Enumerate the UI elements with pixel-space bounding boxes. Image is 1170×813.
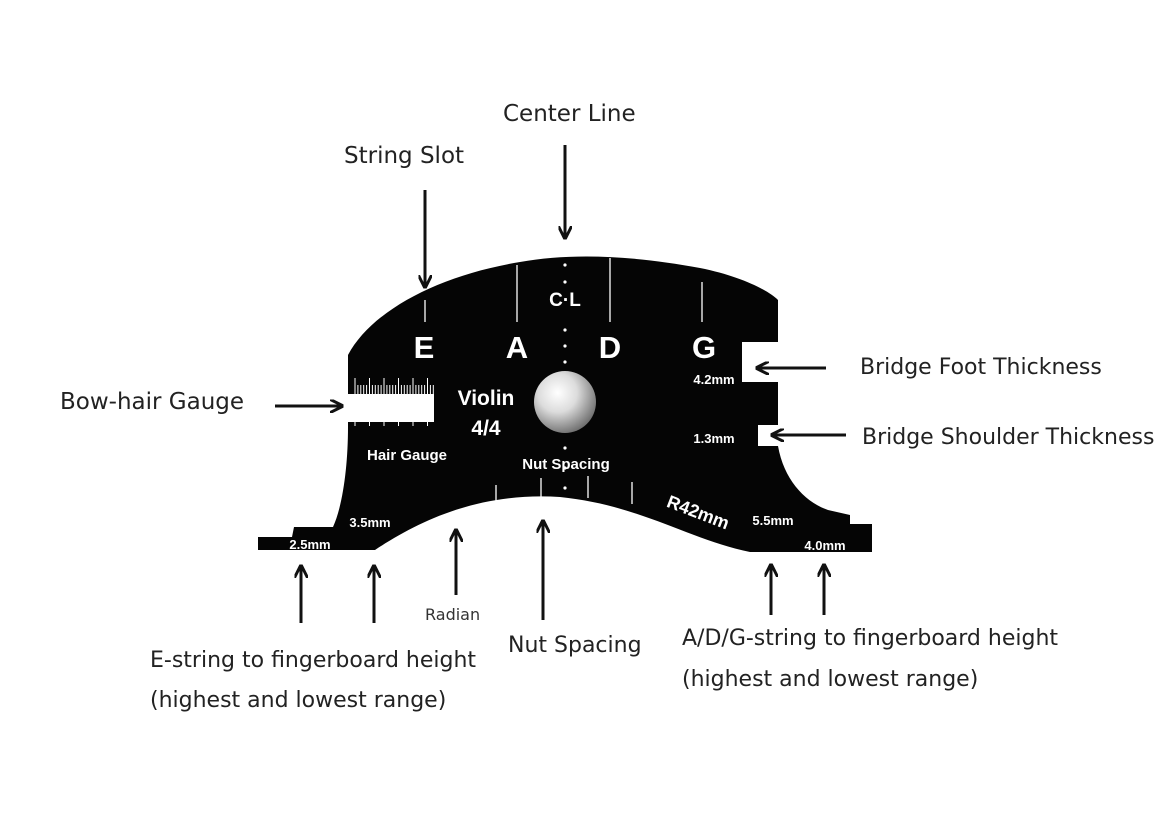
center-line-label: C·L <box>549 290 581 311</box>
string-guide-lines <box>424 258 703 322</box>
string-label-a: A <box>506 330 528 365</box>
center-line-dots <box>563 263 567 490</box>
e-string-annotation-line2: (highest and lowest range) <box>150 688 447 713</box>
bridge-foot-thickness-annotation: Bridge Foot Thickness <box>860 355 1102 380</box>
string-label-g: G <box>692 330 716 365</box>
nut-spacing-ticks <box>495 476 633 507</box>
e-string-annotation-line1: E-string to fingerboard height <box>150 648 477 673</box>
hair-gauge-ruler-bottom <box>354 410 434 426</box>
hair-gauge-label: Hair Gauge <box>367 447 447 464</box>
foot-thickness-value: 4.2mm <box>693 372 734 387</box>
shoulder-thickness-value: 1.3mm <box>693 431 734 446</box>
hair-gauge-slot <box>348 398 434 406</box>
adg-string-annotation-line2: (highest and lowest range) <box>682 667 979 692</box>
e-string-high-value: 3.5mm <box>349 515 390 530</box>
bow-hair-gauge-annotation: Bow-hair Gauge <box>60 389 245 415</box>
string-label-e: E <box>414 330 435 365</box>
annotation-arrows <box>275 145 846 623</box>
hair-gauge-ruler-top <box>354 378 434 394</box>
center-line-annotation: Center Line <box>503 101 636 127</box>
string-label-d: D <box>599 330 621 365</box>
nut-spacing-annotation: Nut Spacing <box>508 633 642 658</box>
adg-string-high-value: 5.5mm <box>752 513 793 528</box>
radian-annotation: Radian <box>425 605 481 624</box>
e-string-low-value: 2.5mm <box>289 537 330 552</box>
size-label: 4/4 <box>471 417 501 440</box>
bridge-shoulder-thickness-annotation: Bridge Shoulder Thickness <box>862 425 1155 450</box>
adg-string-low-value: 4.0mm <box>804 538 845 553</box>
string-slot-annotation: String Slot <box>344 143 465 169</box>
nut-spacing-label: Nut Spacing <box>522 456 610 473</box>
center-hole <box>534 371 596 433</box>
instrument-label: Violin <box>458 387 515 410</box>
adg-string-annotation-line1: A/D/G-string to fingerboard height <box>682 626 1059 651</box>
